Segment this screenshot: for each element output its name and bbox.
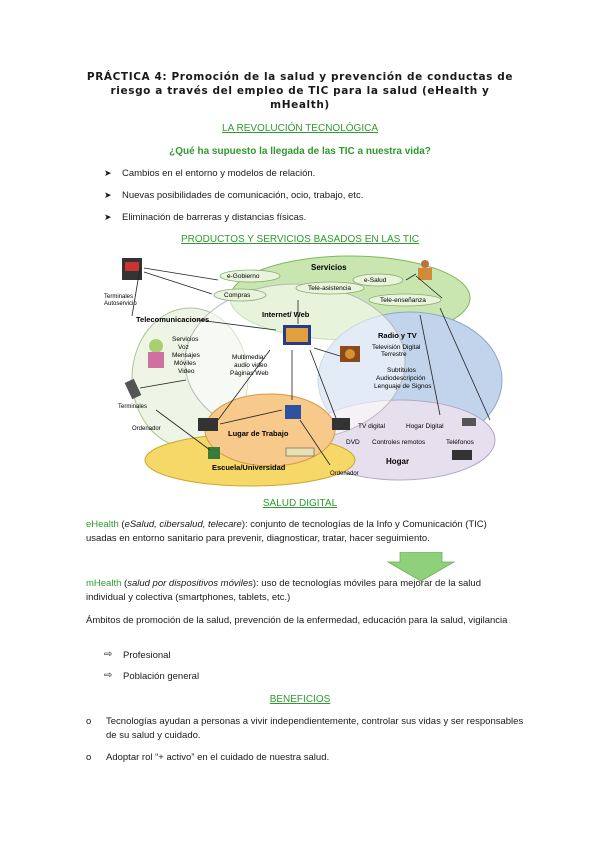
page-title: PRÁCTICA 4: Promoción de la salud y prev… bbox=[86, 71, 514, 111]
svg-text:Ordenador: Ordenador bbox=[132, 426, 161, 432]
compras-label: Compras bbox=[224, 292, 251, 299]
arrow-bullet-icon: ➤ bbox=[104, 212, 112, 222]
telephone-icon bbox=[452, 450, 472, 460]
arrow-right-outline-icon: ⇨ bbox=[104, 670, 113, 681]
svg-text:DVD: DVD bbox=[346, 439, 360, 446]
ambitos-paragraph: Ámbitos de promoción de la salud, preven… bbox=[86, 615, 508, 626]
dvd-player-icon bbox=[462, 418, 476, 426]
section-heading-productos: PRODUCTOS Y SERVICIOS BASADOS EN LAS TIC bbox=[180, 234, 420, 245]
section-heading-salud-digital: SALUD DIGITAL bbox=[262, 498, 338, 509]
arrow-bullet-icon: ➤ bbox=[104, 168, 112, 178]
tic-venn-diagram: Servicios e-Gobierno Compras Tele-asiste… bbox=[100, 250, 510, 490]
svg-text:Páginas Web: Páginas Web bbox=[230, 370, 269, 377]
svg-text:Móviles: Móviles bbox=[174, 360, 197, 367]
svg-text:Ordenador: Ordenador bbox=[330, 471, 359, 477]
hogar-label: Hogar bbox=[386, 457, 409, 466]
arrow-bullet-icon: ➤ bbox=[104, 190, 112, 200]
list-item: o Tecnologías ayudan a personas a vivir … bbox=[86, 716, 524, 741]
mobile-icon bbox=[124, 378, 142, 400]
list-item: o Adoptar rol “+ activo” en el cuidado d… bbox=[86, 752, 330, 763]
svg-text:TV digital: TV digital bbox=[358, 423, 386, 430]
mhealth-paragraph: mHealth (salud por dispositivos móviles)… bbox=[86, 578, 481, 603]
svg-text:Audiodescripción: Audiodescripción bbox=[376, 375, 426, 382]
mhealth-term: mHealth bbox=[86, 578, 122, 589]
ehealth-paragraph: eHealth (eSalud, cibersalud, telecare): … bbox=[86, 519, 487, 544]
svg-text:Multimedia:: Multimedia: bbox=[232, 354, 265, 361]
egobierno-label: e-Gobierno bbox=[227, 273, 260, 280]
svg-text:Subtítulos: Subtítulos bbox=[387, 367, 417, 374]
teleensenanza-label: Tele-enseñanza bbox=[380, 297, 426, 304]
svg-text:audio video: audio video bbox=[234, 362, 268, 369]
svg-text:Mensajes: Mensajes bbox=[172, 352, 201, 359]
ehealth-term: eHealth bbox=[86, 519, 119, 530]
arrow-right-outline-icon: ⇨ bbox=[104, 649, 113, 660]
svg-text:Televisión Digital: Televisión Digital bbox=[372, 344, 421, 351]
person-phone-icon bbox=[149, 339, 163, 353]
laptop-icon bbox=[198, 418, 218, 431]
school-person-icon bbox=[208, 447, 220, 459]
escuela-label: Escuela/Universidad bbox=[212, 463, 286, 472]
svg-text:Terminales: Terminales bbox=[118, 404, 147, 410]
question-text: ¿Qué ha supuesto la llegada de las TIC a… bbox=[169, 146, 431, 157]
telecom-label: Telecomunicaciones bbox=[136, 315, 209, 324]
section-heading-beneficios: BENEFICIOS bbox=[269, 694, 331, 705]
internet-label: Internet/ Web bbox=[262, 310, 310, 319]
svg-text:Autoservicio: Autoservicio bbox=[104, 301, 137, 307]
teleasistencia-label: Tele-asistencia bbox=[308, 285, 351, 292]
down-arrow-icon bbox=[386, 552, 456, 582]
svg-text:Terrestre: Terrestre bbox=[381, 351, 407, 358]
radio-tv-label: Radio y TV bbox=[378, 331, 417, 340]
svg-text:Video: Video bbox=[178, 368, 195, 375]
svg-text:Lenguaje de Signos: Lenguaje de Signos bbox=[374, 383, 432, 390]
servicios-label: Servicios bbox=[311, 263, 347, 272]
keyboard-icon bbox=[285, 447, 315, 457]
circle-bullet-icon: o bbox=[86, 716, 92, 727]
person-icon bbox=[418, 268, 432, 280]
svg-text:Controles remotos: Controles remotos bbox=[372, 439, 426, 446]
desk-pc-icon bbox=[285, 405, 301, 419]
svg-text:Servicios: Servicios bbox=[172, 336, 199, 343]
tv-icon bbox=[332, 418, 350, 430]
lugar-trabajo-label: Lugar de Trabajo bbox=[228, 429, 289, 438]
svg-text:Hogar Digital: Hogar Digital bbox=[406, 423, 444, 430]
svg-text:Voz: Voz bbox=[178, 344, 189, 351]
section-heading-revolucion: LA REVOLUCIÓN TECNOLÓGICA bbox=[222, 123, 378, 134]
esalud-label: e-Salud bbox=[364, 277, 387, 284]
circle-bullet-icon: o bbox=[86, 752, 92, 763]
svg-text:Terminales: Terminales bbox=[104, 294, 133, 300]
svg-text:Teléfonos: Teléfonos bbox=[446, 439, 475, 446]
